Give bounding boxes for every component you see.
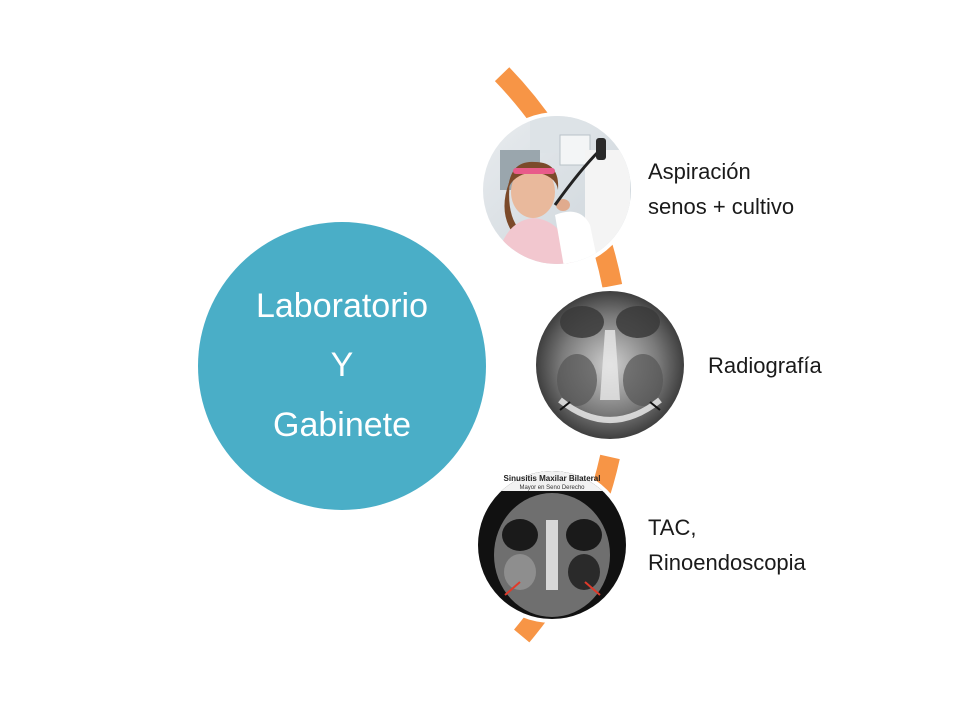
node-label-line: senos + cultivo — [648, 194, 795, 220]
node-label-line: Rinoendoscopia — [648, 550, 806, 576]
hub-label-line: Y — [330, 346, 354, 385]
node-image-ct-scan: Sinusitis Maxilar Bilateral Mayor en Sen… — [474, 467, 630, 623]
hub-label: Laboratorio Y Gabinete — [198, 222, 486, 510]
node-label-line: Aspiración — [648, 159, 751, 184]
hub-label-line: Laboratorio — [255, 286, 428, 325]
node-label-aspiration: Aspiración senos + cultivo — [648, 154, 794, 224]
node-label-radiography: Radiografía — [708, 348, 822, 383]
hub-circle — [198, 222, 486, 510]
hub-label-line: Gabinete — [273, 405, 411, 444]
node-label-tac: TAC, Rinoendoscopia — [648, 510, 806, 580]
ct-scan-caption-title: Sinusitis Maxilar Bilateral — [504, 474, 601, 483]
ct-scan-caption-subtitle: Mayor en Seno Derecho — [519, 485, 585, 491]
node-label-line: TAC, — [648, 515, 697, 540]
node-image-xray — [532, 287, 688, 443]
node-label-line: Radiografía — [708, 353, 822, 378]
node-image-photo — [479, 112, 635, 268]
